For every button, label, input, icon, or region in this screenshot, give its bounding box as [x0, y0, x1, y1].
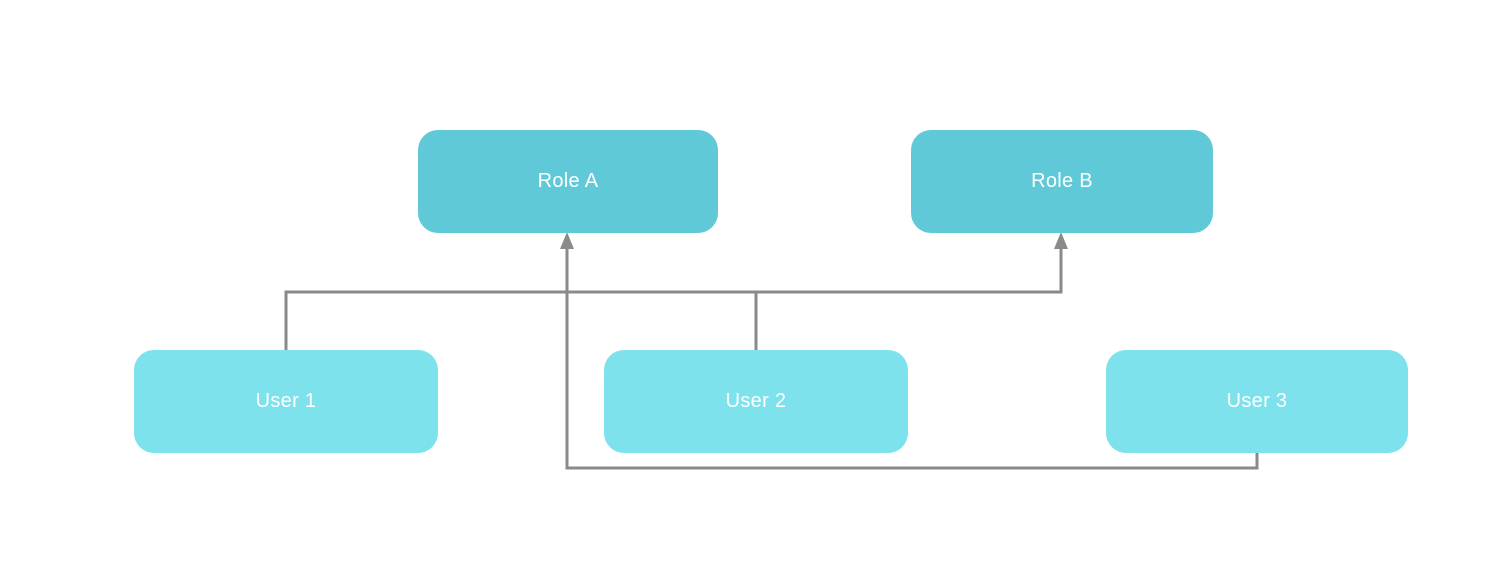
node-user-3: User 3: [1106, 350, 1408, 453]
node-user-3-label: User 3: [1226, 390, 1288, 412]
edge-user3-to-role-a: [565, 247, 1259, 470]
edge-user1-to-role-b: [284, 247, 1063, 352]
node-user-2-label: User 2: [725, 390, 787, 412]
node-role-a-label: Role A: [537, 170, 599, 192]
arrowhead-role-a: [560, 232, 574, 249]
node-user-1-label: User 1: [255, 390, 317, 412]
node-user-2: User 2: [604, 350, 908, 453]
node-role-b: Role B: [911, 130, 1213, 233]
node-user-1: User 1: [134, 350, 438, 453]
node-role-a: Role A: [418, 130, 718, 233]
node-role-b-label: Role B: [1031, 170, 1093, 192]
arrowhead-role-b: [1054, 232, 1068, 249]
